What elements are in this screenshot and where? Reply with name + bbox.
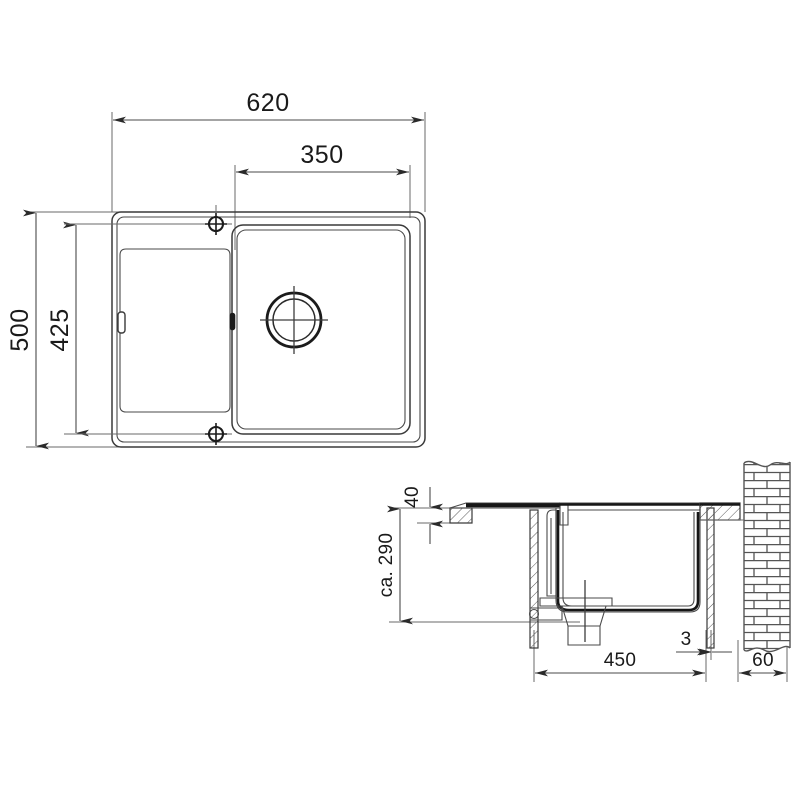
waste-assembly xyxy=(528,580,613,646)
sink-body-section xyxy=(546,508,701,613)
dim-label-rim-height: 40 xyxy=(402,486,423,508)
drain-hole-icon xyxy=(260,286,328,354)
top-view-group: 620 350 500 425 xyxy=(6,89,426,450)
dim-label-bowl-width: 350 xyxy=(300,141,343,169)
tap-hole-top-icon xyxy=(205,213,227,235)
dim-label-wall-gap: 60 xyxy=(752,650,774,671)
dim-label-overall-depth: 500 xyxy=(6,308,34,351)
dim-label-bowl-depth: 425 xyxy=(46,308,74,351)
sink-outer-rim xyxy=(111,211,426,448)
wall-break-line-bottom xyxy=(743,645,791,653)
sink-inner-rim xyxy=(116,216,421,443)
dim-label-panel-thickness: 3 xyxy=(681,629,692,650)
drainer-board xyxy=(119,248,231,413)
sink-bowl-inner xyxy=(236,229,406,430)
dim-label-cabinet-width: 450 xyxy=(604,650,637,671)
worktop-left-hatched xyxy=(449,507,473,524)
wall-break-line-top xyxy=(743,460,791,468)
tap-hole-bottom-icon xyxy=(205,423,227,445)
cabinet-side-panel xyxy=(529,509,539,649)
rear-panel-3mm xyxy=(706,507,715,649)
overflow-slot-bowl xyxy=(229,312,236,331)
brick-wall xyxy=(743,460,791,653)
worktop-right-hatched xyxy=(699,502,741,521)
dim-label-bowl-depth-approx: ca. 290 xyxy=(376,533,397,597)
section-view-group: 40 ca. 290 450 3 60 xyxy=(376,460,791,682)
dim-label-overall-width: 620 xyxy=(246,89,289,117)
overflow-slot-left xyxy=(117,311,126,334)
